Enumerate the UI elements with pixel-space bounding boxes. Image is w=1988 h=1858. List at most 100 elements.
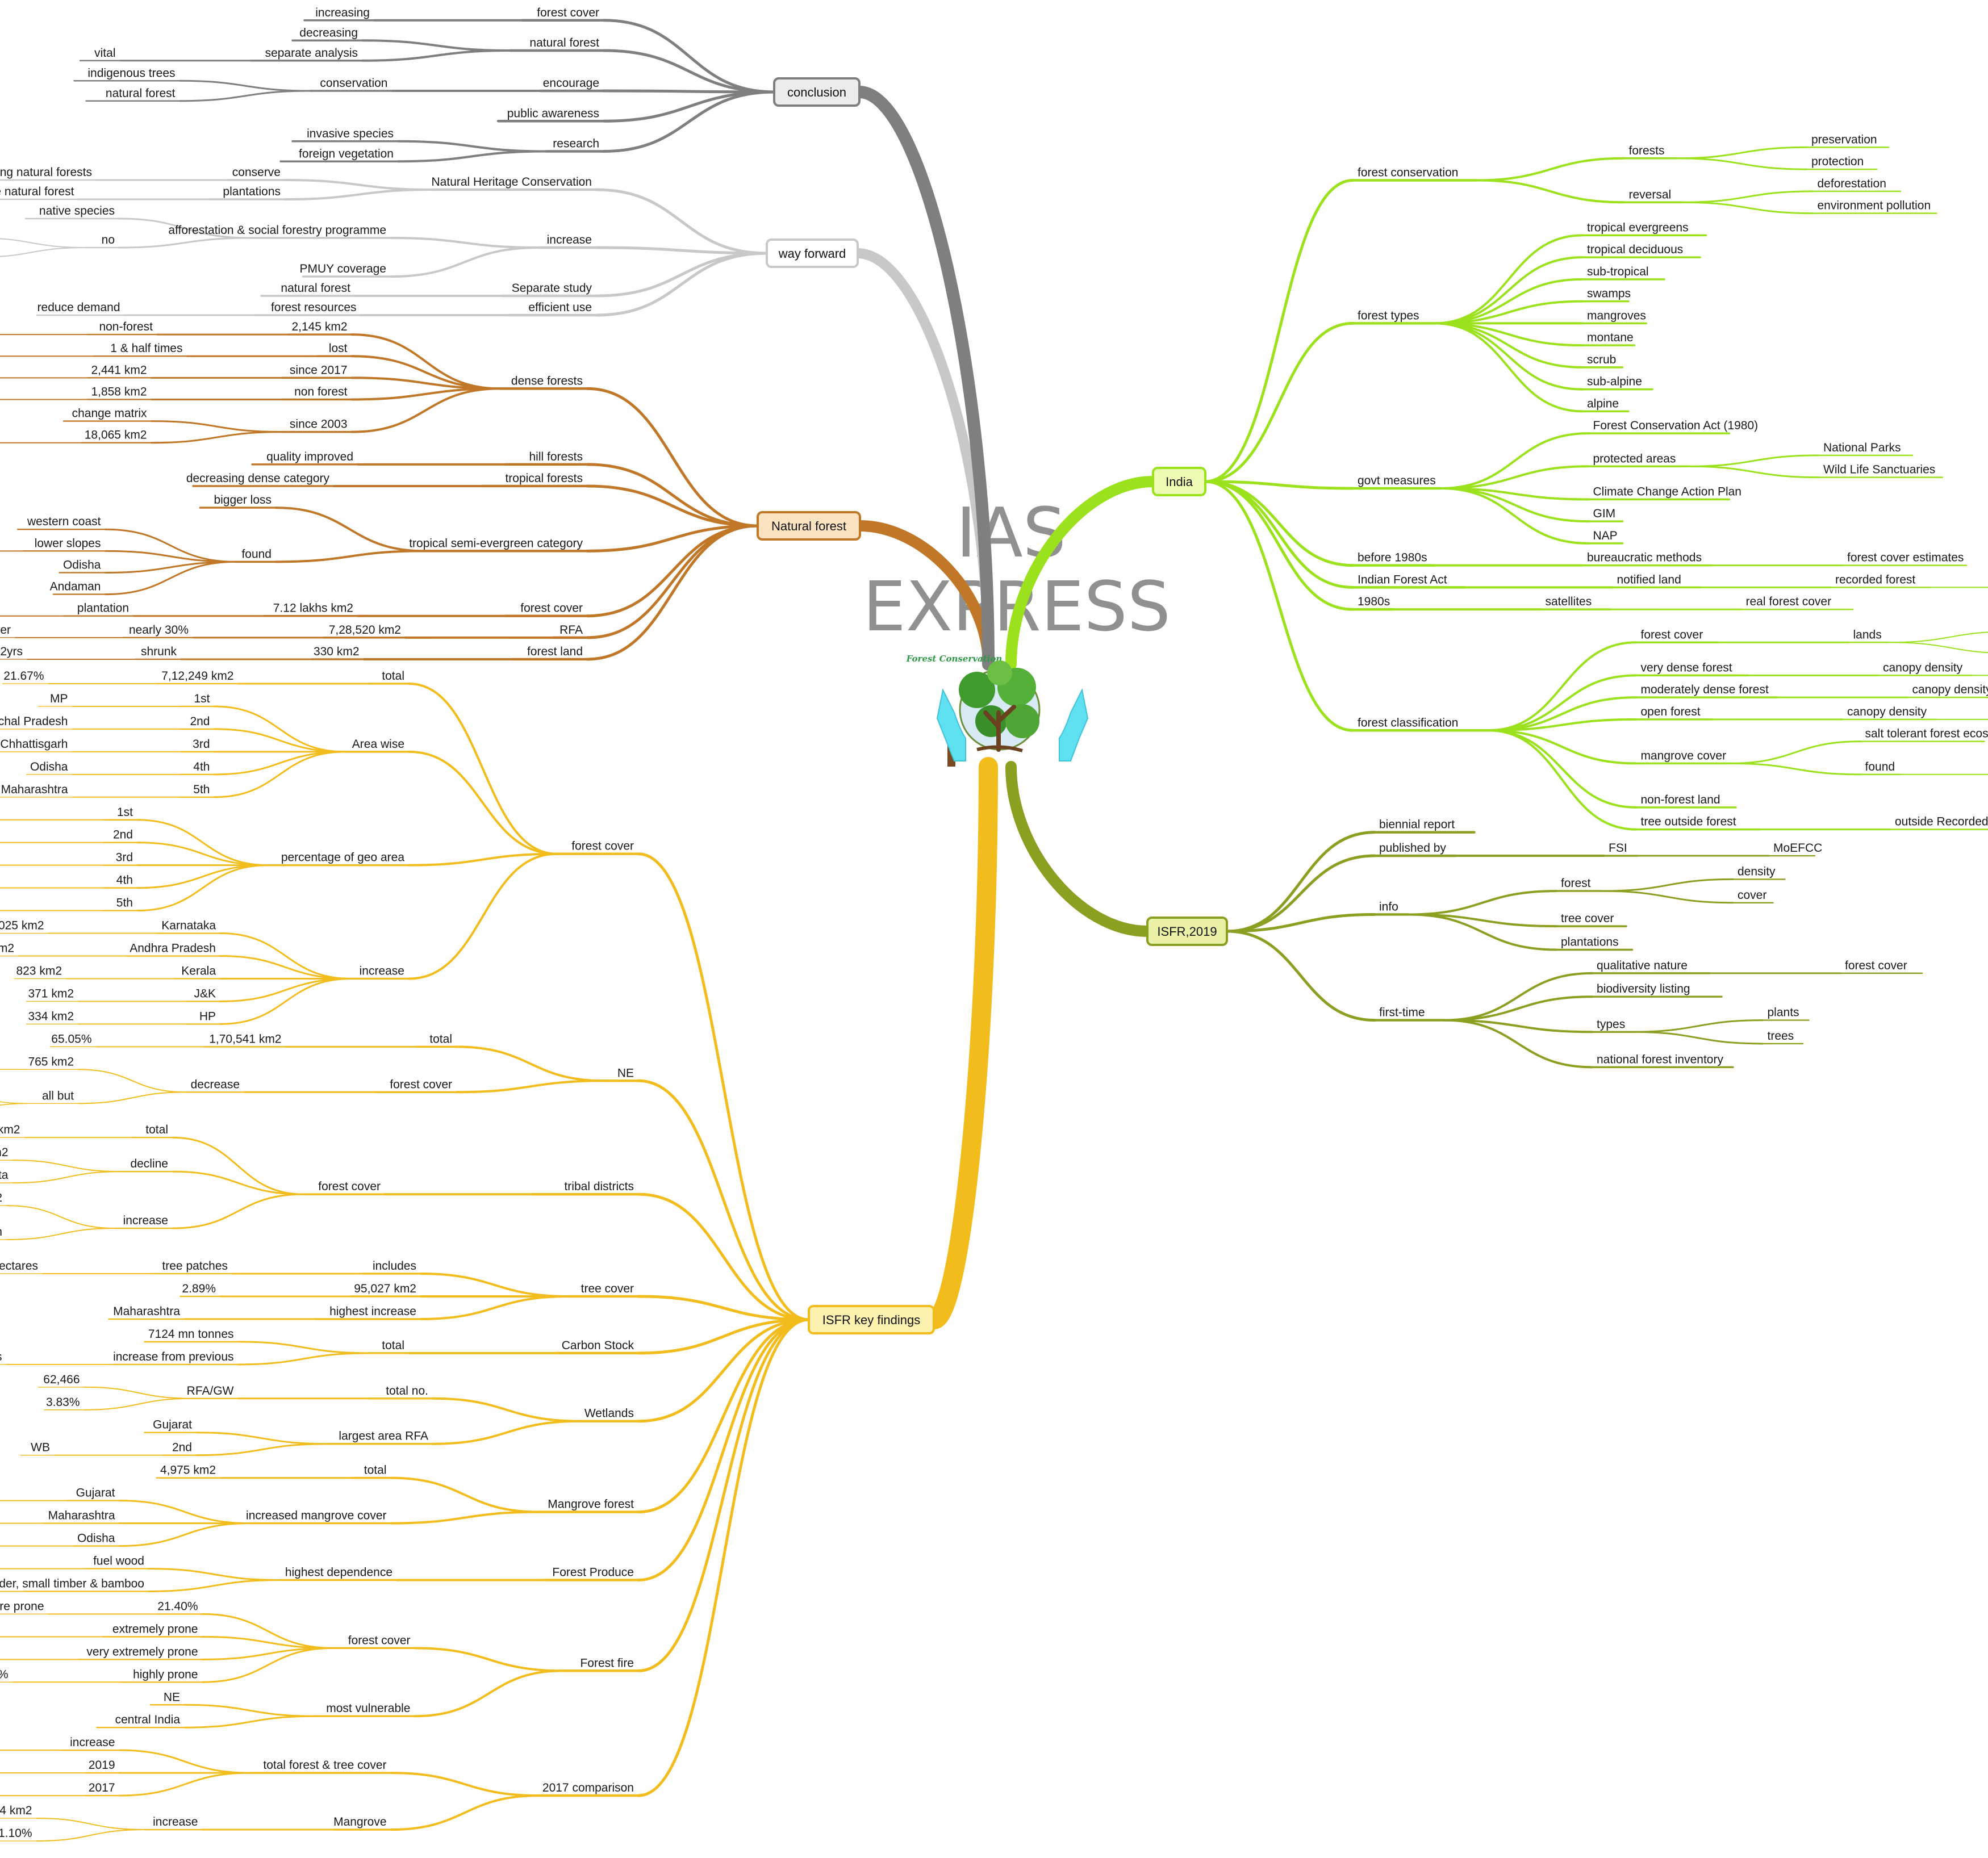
node-invasive-species[interactable]: invasive species [307, 127, 394, 140]
node-mangrove-forest[interactable]: Mangrove forest [548, 1498, 634, 1511]
node-increase[interactable]: increase [70, 1736, 115, 1749]
node-54-km2[interactable]: 54 km2 [0, 1804, 32, 1817]
node-2-441-km2[interactable]: 2,441 km2 [91, 363, 147, 376]
node-total[interactable]: total [145, 1123, 168, 1136]
node-3rd[interactable]: 3rd [116, 851, 133, 864]
node-non-forest-land[interactable]: non-forest land [1641, 793, 1720, 806]
node-forest-cover[interactable]: forest cover [520, 602, 583, 615]
node-1st[interactable]: 1st [117, 806, 133, 819]
node-before-1980s[interactable]: before 1980s [1358, 551, 1427, 564]
node-42-6-mn-tonnes[interactable]: 42.6 mn tonnes [0, 1350, 2, 1363]
node-decrease[interactable]: decrease [191, 1078, 240, 1091]
node-alpine[interactable]: alpine [1587, 397, 1619, 410]
node-3-83[interactable]: 3.83% [46, 1396, 80, 1409]
node-total-no[interactable]: total no. [386, 1384, 428, 1397]
node-1980s[interactable]: 1980s [1358, 595, 1390, 608]
node-forest-cover[interactable]: forest cover [318, 1180, 381, 1193]
node-1-10[interactable]: 1.10% [0, 1827, 32, 1840]
node-forest-cover[interactable]: forest cover [571, 840, 634, 853]
node-pmuy-coverage[interactable]: PMUY coverage [299, 262, 386, 275]
node-research[interactable]: research [553, 137, 599, 150]
node-can-t-substitute-natural-forest[interactable]: can't substitute natural forest [0, 185, 74, 198]
node-indigenous-trees[interactable]: indigenous trees [87, 66, 175, 79]
node-density[interactable]: density [1738, 865, 1776, 878]
node-reason[interactable]: reason [0, 1225, 2, 1238]
node-preservation[interactable]: preservation [1811, 133, 1877, 146]
node-montane[interactable]: montane [1587, 331, 1634, 344]
node-765-km2[interactable]: 765 km2 [28, 1055, 74, 1068]
node-extremely-prone[interactable]: extremely prone [112, 1622, 198, 1635]
node-tree-cover[interactable]: tree cover [581, 1282, 634, 1295]
node-quality-improved[interactable]: quality improved [266, 450, 353, 463]
node-2017-comparison[interactable]: 2017 comparison [542, 1781, 634, 1794]
node-increasing[interactable]: increasing [315, 6, 370, 19]
node-total[interactable]: total [429, 1032, 452, 1045]
node-natural-forest[interactable]: natural forest [106, 87, 176, 100]
node-salt-tolerant-forest-ecosystem[interactable]: salt tolerant forest ecosystem [1865, 727, 1988, 740]
node-tree-patches[interactable]: tree patches [162, 1259, 228, 1273]
node-protected-areas[interactable]: protected areas [1593, 452, 1676, 465]
node-odisha[interactable]: Odisha [30, 760, 68, 773]
node-increase-from-previous[interactable]: increase from previous [113, 1350, 233, 1363]
node-forest-conservation-act-1980[interactable]: Forest Conservation Act (1980) [1593, 419, 1759, 432]
node-remaining-natural-forests[interactable]: remaining natural forests [0, 166, 92, 179]
node-1-922-km2[interactable]: 1,922 km2 [0, 1191, 2, 1204]
node-ne[interactable]: NE [617, 1066, 634, 1079]
node-2019[interactable]: 2019 [89, 1759, 115, 1772]
node-national-parks[interactable]: National Parks [1823, 441, 1901, 454]
node-maharashtra[interactable]: Maharashtra [113, 1305, 180, 1318]
node-mangroves[interactable]: mangroves [1587, 309, 1646, 322]
node-types[interactable]: types [1597, 1018, 1625, 1031]
node-area-wise[interactable]: Area wise [352, 738, 404, 751]
topic-isfr-2019[interactable]: ISFR,2019 [1146, 917, 1228, 946]
node-334-km2[interactable]: 334 km2 [28, 1010, 74, 1023]
node-nearly-30[interactable]: nearly 30% [129, 623, 189, 637]
node-largest-area-rfa[interactable]: largest area RFA [339, 1430, 428, 1443]
node-biennial-report[interactable]: biennial report [1379, 818, 1455, 831]
node-kerala[interactable]: Kerala [181, 964, 216, 977]
node-andaman[interactable]: Andaman [50, 580, 101, 593]
node-arunachal-pradesh[interactable]: Arunachal Pradesh [0, 715, 68, 728]
node-karnataka[interactable]: Karnataka [161, 919, 216, 932]
node-2nd[interactable]: 2nd [113, 828, 133, 842]
node-fire-prone[interactable]: fire prone [0, 1600, 44, 1613]
node-forest-cover[interactable]: forest cover [537, 6, 599, 19]
node-tribal-districts[interactable]: tribal districts [564, 1180, 634, 1193]
node-3rd[interactable]: 3rd [193, 738, 210, 751]
node-environment-pollution[interactable]: environment pollution [1818, 199, 1931, 212]
node-fuel-wood[interactable]: fuel wood [93, 1554, 144, 1567]
node-moderately-dense-forest[interactable]: moderately dense forest [1641, 683, 1769, 696]
node-andhra-pradesh[interactable]: Andhra Pradesh [130, 942, 216, 955]
node-plantations[interactable]: plantations [223, 185, 281, 198]
node-recorded-forest[interactable]: recorded forest [1835, 573, 1915, 586]
node-rfa-gw[interactable]: RFA/GW [187, 1384, 234, 1397]
node-outside-recorded-forest-area[interactable]: outside Recorded Forest Area [1895, 815, 1988, 828]
node-330-km2[interactable]: 330 km2 [314, 645, 360, 658]
node-total[interactable]: total [382, 1339, 404, 1352]
node-vital[interactable]: vital [94, 47, 115, 60]
node-natural-heritage-conservation[interactable]: Natural Heritage Conservation [432, 175, 592, 189]
node-tree-outside-forest[interactable]: tree outside forest [1641, 815, 1736, 828]
node-maharashtra[interactable]: Maharashtra [48, 1509, 115, 1522]
node-central-india[interactable]: central India [115, 1713, 181, 1726]
node-7-12-249-km2[interactable]: 7,12,249 km2 [161, 669, 233, 683]
node-includes[interactable]: includes [373, 1259, 416, 1273]
node-tropical-forests[interactable]: tropical forests [505, 472, 583, 485]
node-forest-types[interactable]: forest types [1358, 309, 1419, 322]
node-tropical-evergreens[interactable]: tropical evergreens [1587, 221, 1689, 234]
node-found[interactable]: found [241, 547, 272, 560]
node-moefcc[interactable]: MoEFCC [1773, 842, 1822, 855]
topic-way-forward[interactable]: way forward [766, 238, 859, 268]
node-protection[interactable]: protection [1811, 155, 1864, 168]
node-swamps[interactable]: swamps [1587, 287, 1631, 300]
node-rfa[interactable]: RFA [559, 623, 583, 637]
node-no-forest-cover[interactable]: no forest cover [0, 623, 11, 637]
topic-natural-forest[interactable]: Natural forest [757, 511, 861, 541]
node-very-extremely-prone[interactable]: very extremely prone [86, 1645, 198, 1658]
node-foreign-vegetation[interactable]: foreign vegetation [299, 147, 394, 160]
node-forest-cover[interactable]: forest cover [390, 1078, 452, 1091]
node-decline[interactable]: decline [130, 1157, 168, 1170]
node-climate-change-action-plan[interactable]: Climate Change Action Plan [1593, 485, 1742, 498]
node-sub-alpine[interactable]: sub-alpine [1587, 375, 1642, 388]
topic-india[interactable]: India [1152, 467, 1206, 496]
